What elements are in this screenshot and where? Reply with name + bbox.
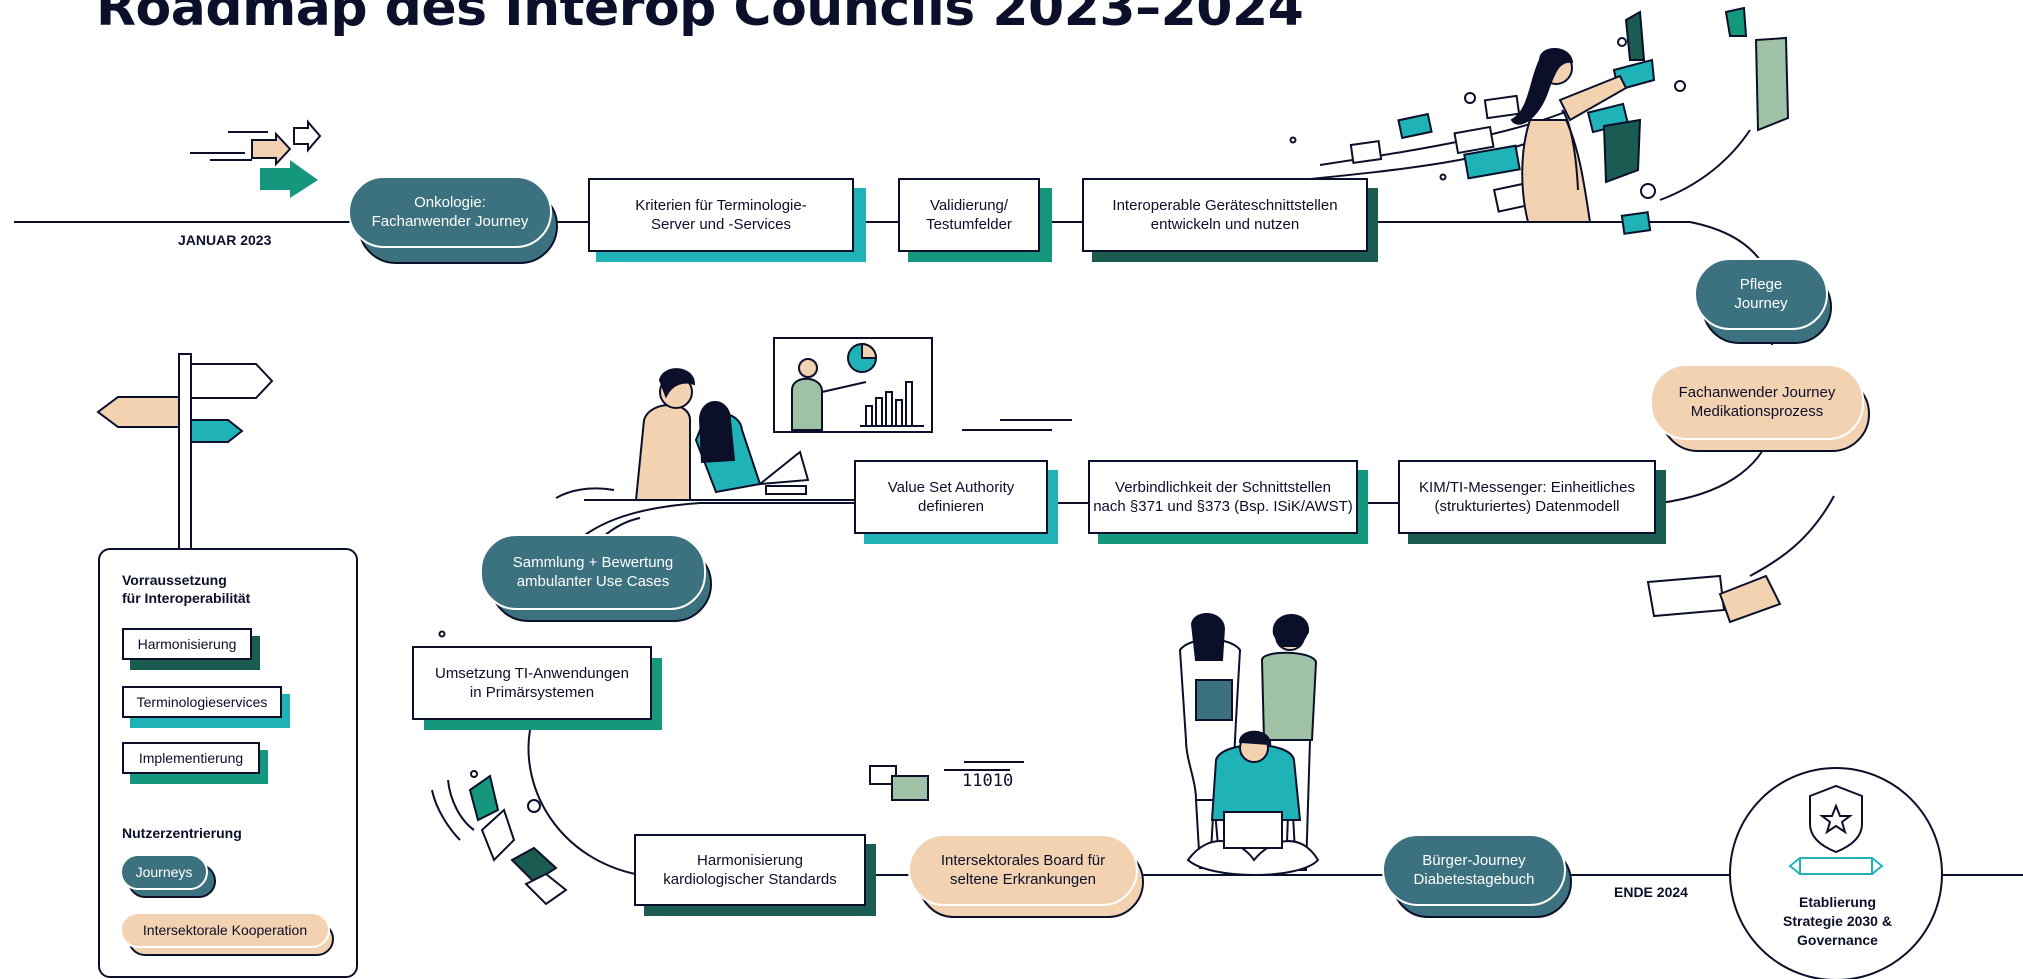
- milestone-harmonisierung-kardiologie[interactable]: Harmonisierung kardiologischer Standards: [634, 834, 866, 906]
- people-group-illustration: [1178, 613, 1320, 876]
- milestone-sammlung-use-cases[interactable]: Sammlung + Bewertung ambulanter Use Case…: [480, 534, 706, 610]
- timeline-end-label: ENDE 2024: [1614, 884, 1688, 900]
- milestone-value-set[interactable]: Value Set Authority definieren: [854, 460, 1048, 534]
- legend-item-intersektorale-kooperation: Intersektorale Kooperation: [120, 912, 330, 948]
- milestone-umsetzung-ti[interactable]: Umsetzung TI-Anwendungen in Primärsystem…: [412, 646, 652, 720]
- milestone-onkologie[interactable]: Onkologie: Fachanwender Journey: [348, 176, 552, 248]
- legend-section-voraussetzung: Vorraussetzung für Interoperabilität: [122, 572, 251, 606]
- presentation-board-icon: [773, 337, 933, 433]
- milestone-validierung[interactable]: Validierung/ Testumfelder: [898, 178, 1040, 252]
- signpost-icon: [96, 353, 274, 551]
- milestone-intersektorales-board[interactable]: Intersektorales Board für seltene Erkran…: [908, 834, 1138, 906]
- falling-documents-icon: [431, 630, 568, 906]
- legend-item-journeys: Journeys: [120, 854, 208, 890]
- final-milestone-label: Etablierung Strategie 2030 & Governance: [1783, 894, 1892, 948]
- milestone-verbindlichkeit[interactable]: Verbindlichkeit der Schnittstellen nach …: [1088, 460, 1358, 534]
- page-title: Roadmap des Interop Councils 2023–2024: [96, 0, 1304, 38]
- binary-decor: 11010: [869, 761, 1024, 801]
- woman-illustration: [1510, 48, 1628, 223]
- scattered-papers-icon: [1646, 495, 1835, 624]
- legend-item-terminologieservices: Terminologieservices: [122, 686, 282, 718]
- people-at-laptop-illustration: [584, 368, 860, 501]
- legend-section-nutzerzentrierung: Nutzerzentrierung: [122, 825, 242, 841]
- milestone-kim-messenger[interactable]: KIM/TI-Messenger: Einheitliches (struktu…: [1398, 460, 1656, 534]
- milestone-terminologie[interactable]: Kriterien für Terminologie- Server und -…: [588, 178, 854, 252]
- milestone-buerger-journey[interactable]: Bürger-Journey Diabetestagebuch: [1382, 834, 1566, 906]
- shield-award-icon: [1788, 784, 1884, 875]
- legend-item-harmonisierung: Harmonisierung: [122, 628, 252, 660]
- milestone-medikationsprozess[interactable]: Fachanwender Journey Medikationsprozess: [1650, 364, 1864, 440]
- legend-item-implementierung: Implementierung: [122, 742, 260, 774]
- milestone-geraeteschnittstellen[interactable]: Interoperable Geräteschnittstellen entwi…: [1082, 178, 1368, 252]
- final-milestone-circle: [1729, 767, 1943, 979]
- svg-text:11010: 11010: [962, 771, 1013, 791]
- timeline-start-label: JANUAR 2023: [178, 232, 272, 248]
- speed-arrows-icon: [190, 119, 322, 198]
- milestone-pflege-journey[interactable]: Pflege Journey: [1694, 258, 1828, 330]
